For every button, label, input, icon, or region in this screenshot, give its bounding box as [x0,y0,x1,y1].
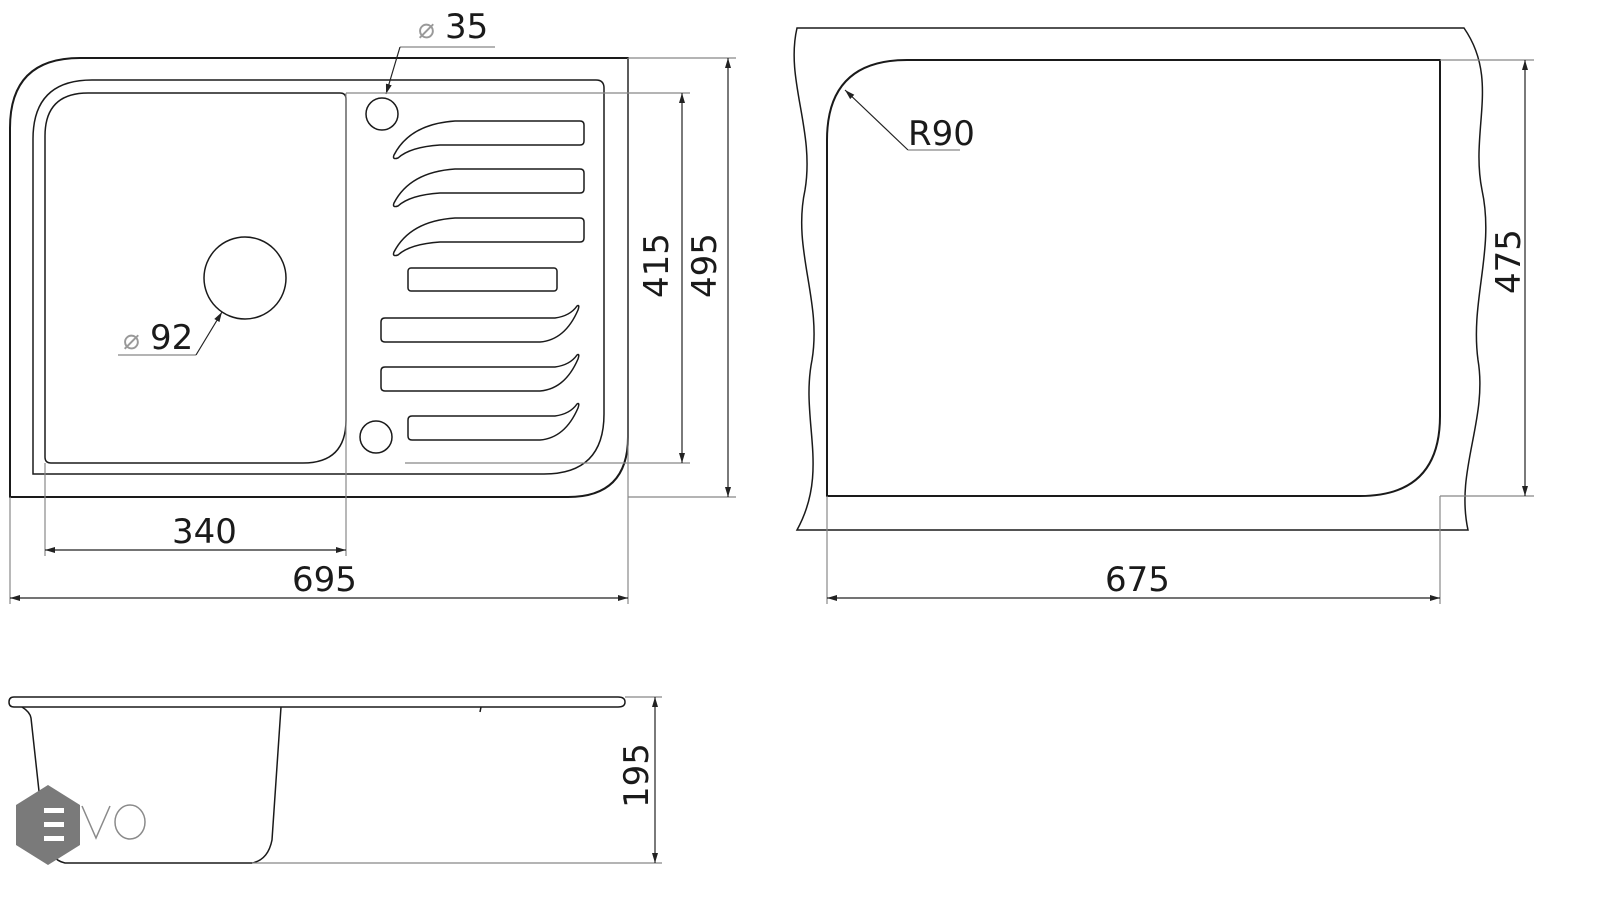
diameter-symbol: ⌀ [418,12,435,45]
dim-drain-label: 92 [150,318,193,358]
dim-total-depth: 495 [685,233,725,298]
countertop-outline [793,27,1487,531]
dim-bowl-depth: 415 [637,233,677,298]
dim-radius: R90 [908,114,975,154]
drainer-slots [380,120,585,441]
dim-cutout-width: 675 [1105,560,1170,600]
dim-sink-height: 195 [617,743,657,808]
overflow-hole [359,420,393,454]
cutout-shape [826,59,1441,497]
sink-flange [8,696,626,708]
sink-rim [32,79,605,475]
diameter-symbol: ⌀ [123,323,140,356]
cutout-view: R90 675 475 [793,27,1534,604]
bowl [44,92,347,464]
dim-hole-label: 35 [445,7,488,47]
evo-logo [16,785,146,865]
drain-hole [203,236,287,320]
tap-hole [365,97,399,131]
top-view: ⌀ 35 ⌀ 92 340 695 415 495 [9,7,736,604]
dim-cutout-depth: 475 [1489,229,1529,294]
dim-bowl-width: 340 [172,512,237,552]
dim-total-width: 695 [292,560,357,600]
dim-hole-diameter: ⌀ 35 [418,7,488,47]
sink-outline [9,57,629,498]
side-view: 195 [8,696,662,864]
